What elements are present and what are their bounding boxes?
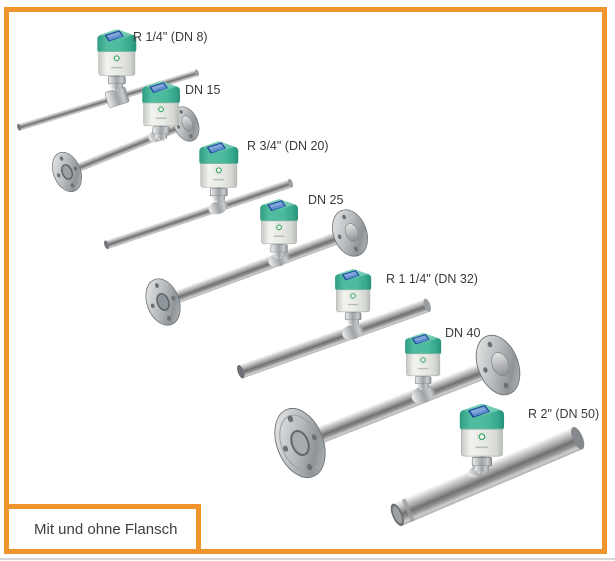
caption-text: Mit und ohne Flansch [34, 520, 178, 538]
pipe [392, 427, 583, 526]
image-border-frame [4, 7, 607, 554]
flow-meter-dn15 [51, 80, 200, 193]
label-dn32: R 1 1/4" (DN 32) [386, 272, 478, 286]
pipe [297, 357, 501, 451]
caption-box: Mit und ohne Flansch [4, 504, 201, 554]
flange-right [172, 106, 200, 142]
flange-right [475, 334, 521, 396]
flange-left [145, 278, 181, 326]
sensor-head [198, 140, 239, 204]
label-dn15: DN 15 [185, 83, 221, 97]
fitting [411, 385, 435, 404]
sensor-head [334, 268, 372, 327]
flow-meter-dn20 [103, 140, 294, 250]
page-divider-line [0, 558, 615, 560]
flange-left [51, 151, 83, 193]
flow-meter-dn50 [390, 403, 585, 527]
label-dn50: R 2" (DN 50) [528, 407, 600, 421]
flange-right [332, 209, 368, 257]
label-dn20: R 3/4" (DN 20) [247, 139, 329, 153]
fitting [342, 323, 364, 340]
pipe [105, 178, 292, 250]
flow-meter-dn40 [274, 332, 521, 478]
label-dn8: R 1/4" (DN 8) [133, 30, 208, 44]
label-dn40: DN 40 [445, 326, 481, 340]
pipe [238, 298, 430, 379]
flow-meter-dn32 [237, 268, 431, 379]
flange-left [274, 408, 326, 478]
label-dn25: DN 25 [308, 193, 344, 207]
fitting [208, 200, 229, 215]
pipe [160, 226, 353, 309]
flow-meter-dn25 [145, 198, 368, 326]
sensor-head [96, 28, 137, 92]
